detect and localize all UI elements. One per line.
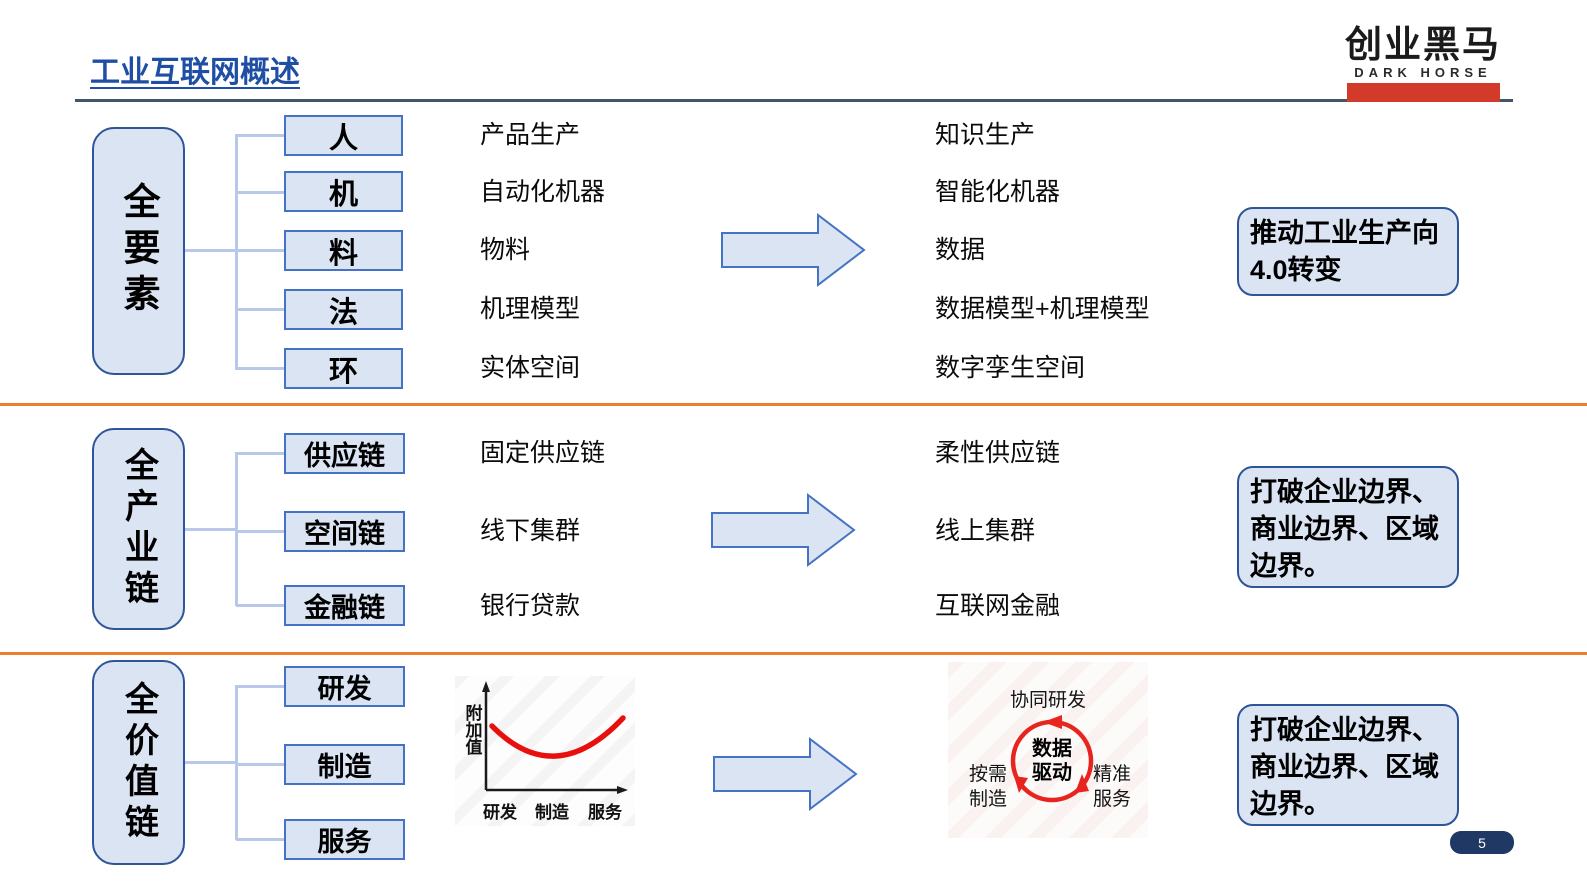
connector-line	[185, 249, 236, 252]
connector-line	[236, 685, 284, 688]
cycle-center-label: 数据驱动	[1032, 738, 1072, 784]
smile-chart-xlabel: 服务	[588, 803, 622, 822]
connector-line	[236, 367, 284, 370]
connector-line	[236, 838, 284, 841]
cycle-label-top: 协同研发	[1009, 690, 1086, 711]
element-node: 料	[284, 230, 403, 271]
section-divider	[0, 652, 1587, 655]
connector-line	[236, 134, 284, 137]
element-node: 法	[284, 289, 403, 330]
smile-curve-plot	[482, 681, 628, 794]
element-node: 研发	[284, 666, 405, 707]
after-item: 数字孪生空间	[935, 354, 1086, 382]
after-item: 智能化机器	[935, 178, 1061, 206]
element-node: 金融链	[284, 585, 405, 626]
after-item: 互联网金融	[935, 592, 1061, 620]
page-number-badge: 5	[1450, 831, 1514, 854]
before-item: 产品生产	[480, 121, 581, 149]
section-divider	[0, 403, 1587, 406]
element-node: 供应链	[284, 433, 405, 474]
before-item: 自动化机器	[480, 178, 606, 206]
logo-brand-text: 创业黑马	[1345, 24, 1501, 65]
category-box-value-chain: 全价值链	[92, 660, 185, 865]
before-item: 银行贷款	[480, 592, 581, 620]
connector-line	[236, 604, 284, 607]
data-driven-cycle-diagram: 协同研发 按需制造 精准服务 数据驱动	[948, 662, 1148, 838]
before-item: 固定供应链	[480, 439, 606, 467]
logo-tagline-text: DARK HORSE	[1354, 65, 1492, 80]
connector-line	[185, 528, 236, 531]
category-label: 全价值链	[119, 680, 158, 845]
category-label: 全要素	[118, 182, 159, 320]
connector-line	[236, 249, 284, 252]
after-item: 数据	[935, 236, 986, 264]
connector-line	[185, 761, 236, 764]
element-node: 机	[284, 171, 403, 212]
element-node: 制造	[284, 744, 405, 785]
smile-chart-xlabel: 制造	[535, 803, 569, 822]
element-node: 人	[284, 115, 403, 156]
page-title: 工业互联网概述	[90, 56, 300, 89]
before-item: 实体空间	[480, 354, 581, 382]
right-arrow-icon	[711, 492, 856, 568]
header-divider	[75, 99, 1513, 102]
category-label: 全产业链	[119, 447, 158, 611]
element-node: 服务	[284, 819, 405, 860]
callout-industry-4-0: 推动工业生产向4.0转变	[1237, 207, 1459, 296]
after-item: 知识生产	[935, 121, 1036, 149]
connector-line	[236, 308, 284, 311]
smile-curve-chart: 附加值 研发 制造 服务	[455, 676, 635, 826]
before-item: 机理模型	[480, 295, 581, 323]
connector-line	[236, 530, 284, 533]
cycle-arrows-icon	[1010, 715, 1094, 803]
smile-chart-ylabel: 附加值	[462, 704, 482, 755]
logo-red-bar	[1346, 83, 1500, 102]
callout-break-boundaries: 打破企业边界、商业边界、区域边界。	[1237, 704, 1459, 826]
connector-line	[236, 191, 284, 194]
callout-break-boundaries: 打破企业边界、商业边界、区域边界。	[1237, 466, 1459, 588]
connector-line	[235, 134, 238, 370]
after-item: 柔性供应链	[935, 439, 1061, 467]
connector-line	[236, 452, 284, 455]
before-item: 物料	[480, 236, 531, 264]
dark-horse-logo: 创业黑马 DARK HORSE	[1345, 26, 1501, 102]
smile-chart-xlabel: 研发	[483, 803, 517, 822]
after-item: 数据模型+机理模型	[935, 295, 1150, 323]
right-arrow-icon	[713, 736, 858, 812]
element-node: 空间链	[284, 511, 405, 552]
category-box-industry-chain: 全产业链	[92, 428, 185, 630]
category-box-all-elements: 全要素	[92, 127, 185, 375]
cycle-label-right: 精准服务	[1092, 764, 1131, 810]
right-arrow-icon	[721, 212, 866, 288]
before-item: 线下集群	[480, 517, 581, 545]
cycle-label-left: 按需制造	[968, 764, 1007, 810]
connector-line	[235, 452, 238, 606]
connector-line	[235, 685, 238, 840]
after-item: 线上集群	[935, 517, 1036, 545]
element-node: 环	[284, 348, 403, 389]
connector-line	[236, 763, 284, 766]
